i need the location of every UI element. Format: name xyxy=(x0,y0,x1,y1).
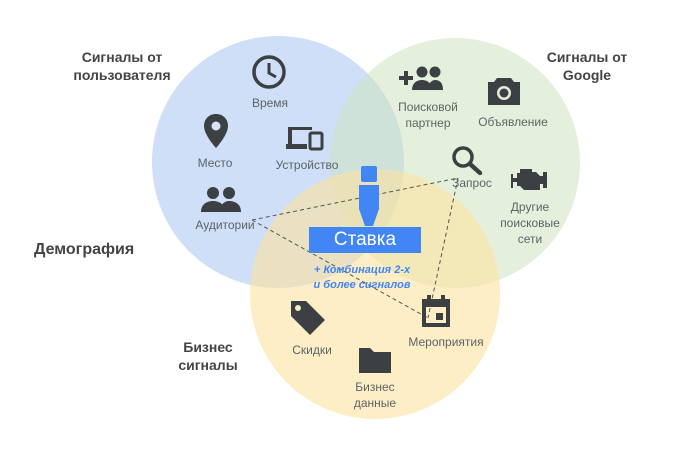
demographics-label: Демография xyxy=(34,241,135,258)
events-label: Мероприятия xyxy=(408,335,484,349)
business-data-label: Бизнес данные xyxy=(353,380,397,410)
place-label: Место xyxy=(197,156,233,170)
business-signals-heading: Бизнес сигналы xyxy=(178,339,238,373)
other-search-label: Другие поисковые сети xyxy=(500,200,560,246)
person-icon xyxy=(359,166,379,226)
folder-icon xyxy=(359,348,391,373)
bid-label: Ставка xyxy=(309,227,421,253)
clock-icon xyxy=(252,55,286,89)
tag-icon xyxy=(291,301,325,335)
devices-icon xyxy=(286,127,324,151)
audiences-label: Аудитории xyxy=(195,218,255,232)
camera-icon xyxy=(488,78,520,105)
user-signals-heading: Сигналы от пользователя xyxy=(73,49,171,83)
connector-lines xyxy=(251,177,459,319)
calendar-icon xyxy=(422,295,450,327)
add-partner-icon xyxy=(399,66,443,90)
ad-label: Объявление xyxy=(478,115,548,129)
search-icon xyxy=(452,146,483,175)
engine-icon xyxy=(511,169,547,190)
search-partner-label: Поисковой партнер xyxy=(398,100,458,130)
discounts-label: Скидки xyxy=(292,343,332,357)
google-signals-heading: Сигналы от Google xyxy=(546,49,628,83)
query-label: Запрос xyxy=(452,176,492,190)
device-label: Устройство xyxy=(275,158,339,172)
location-pin-icon xyxy=(204,114,228,148)
time-label: Время xyxy=(251,96,289,110)
combination-note: + Комбинация 2-х и более сигналов xyxy=(313,264,411,291)
audiences-icon xyxy=(201,187,241,212)
